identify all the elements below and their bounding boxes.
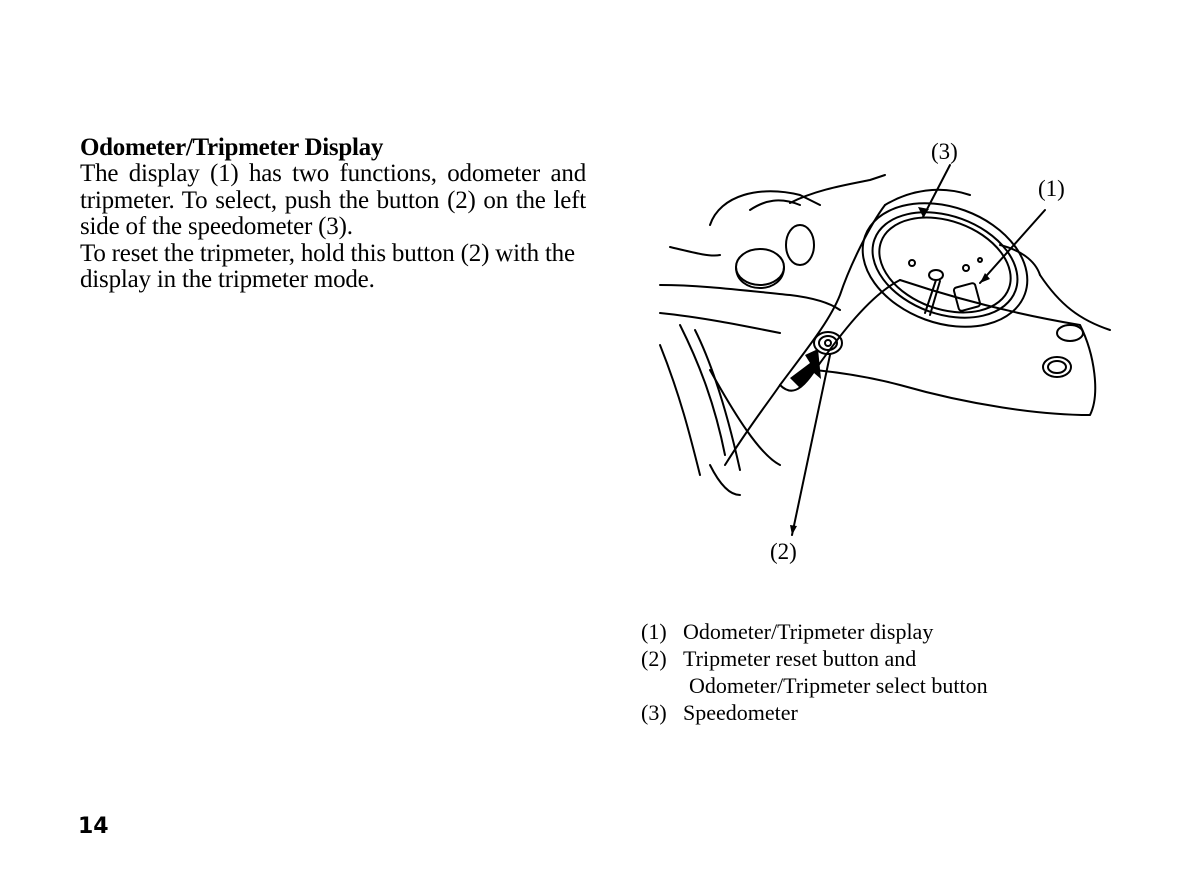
legend-item: (3) Speedometer [641, 699, 988, 726]
legend-item: (2) Tripmeter reset button and [641, 645, 988, 672]
legend-text: Odometer/Tripmeter display [683, 619, 934, 644]
legend-item: (1) Odometer/Tripmeter display [641, 618, 988, 645]
speedometer-drawing [659, 164, 1111, 536]
figure-legend: (1) Odometer/Tripmeter display (2) Tripm… [641, 618, 988, 726]
reset-paragraph: To reset the tripmeter, hold this button… [80, 239, 575, 293]
section-heading: Odometer/Tripmeter Display [80, 134, 384, 161]
description-paragraph: The display (1) has two functions, odome… [80, 160, 586, 240]
page-number: 14 [78, 814, 109, 839]
legend-text: Speedometer [683, 700, 798, 725]
callout-1: (1) [1038, 176, 1065, 201]
legend-text: Tripmeter reset button and [683, 646, 917, 671]
callout-3: (3) [931, 139, 958, 164]
legend-number: (2) [641, 646, 667, 671]
text-column: Odometer/Tripmeter Display The display (… [80, 134, 586, 294]
speedometer-illustration: (3) (1) (2) [640, 135, 1140, 575]
legend-number: (1) [641, 619, 667, 644]
callout-2: (2) [770, 539, 797, 564]
legend-text-continued: Odometer/Tripmeter select button [689, 673, 988, 698]
legend-number: (3) [641, 700, 667, 725]
